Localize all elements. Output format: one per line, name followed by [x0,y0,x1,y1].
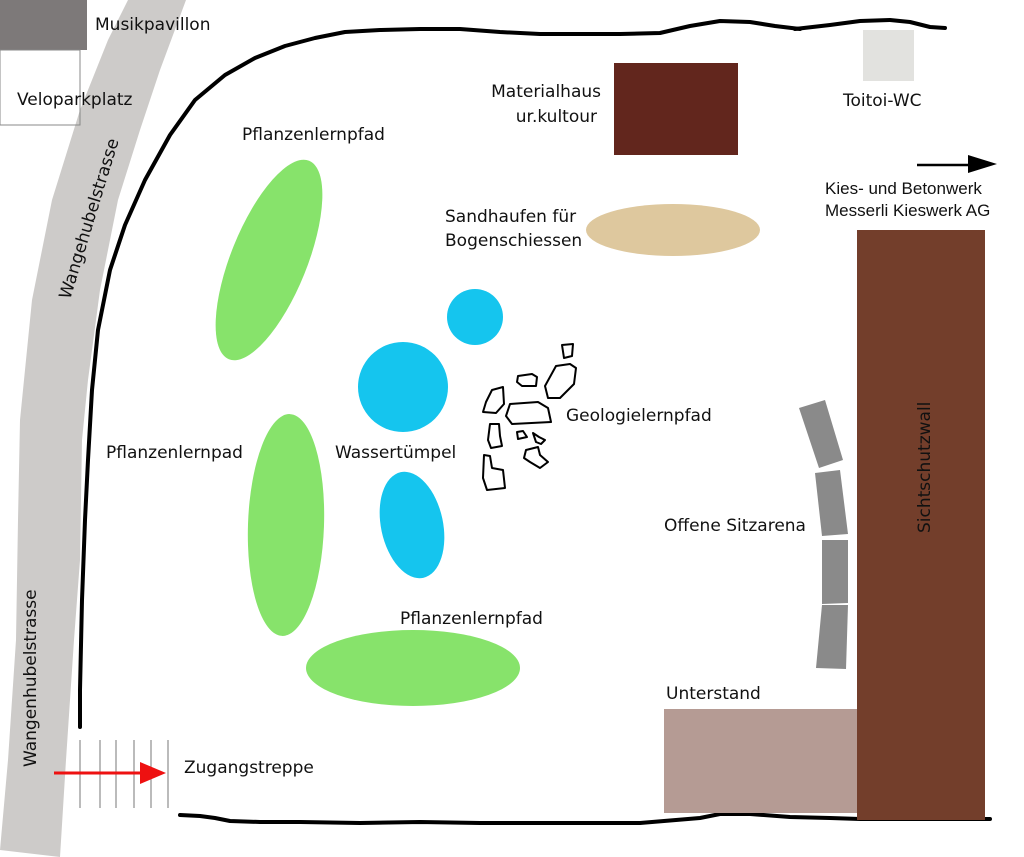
sand-label-line1: Sandhaufen für [445,207,576,227]
pflanzenlernpfad-bottom [306,630,520,706]
sand-label-line2: Bogenschiessen [445,231,582,251]
road-lower-label: Wangenhubelstrasse [21,589,41,767]
musikpavillon-building [0,0,87,50]
pflanzenlernpfad-top [215,159,323,361]
wassertuempel-large [358,342,448,432]
musikpavillon-label: Musikpavillon [95,15,210,35]
plant-bottom-label: Pflanzenlernpfad [400,609,543,629]
kieswerk-label-line1: Kies- und Betonwerk [825,179,982,198]
wall-label: Sichtschutzwall [915,402,935,533]
kieswerk-label-line2: Messerli Kieswerk AG [825,201,990,220]
plant-top-label: Pflanzenlernpfad [242,125,385,145]
veloparkplatz-label: Veloparkplatz [17,90,133,110]
site-boundary-bottom [178,812,992,825]
veloparkplatz-area [0,49,81,126]
wassertuempel-oval [379,471,445,579]
toilet-building [863,30,914,81]
materialhaus-building [614,63,738,155]
stairs-label: Zugangstreppe [184,758,314,778]
direction-arrow-icon [917,155,997,173]
sandhaufen-area [586,204,760,256]
geology-label: Geologielernpfad [566,406,712,426]
materialhaus-label-line1: Materialhaus [491,82,601,102]
road-wangenhubelstrasse [0,0,186,857]
pflanzenlernpfad-left [247,414,325,636]
site-boundary [78,19,802,729]
site-boundary-top-right [793,18,947,31]
wassertuempel-small [447,289,503,345]
unterstand-shelter [664,709,857,813]
toilet-label: Toitoi-WC [842,91,922,111]
materialhaus-label-line2: ur.kultour [516,107,597,127]
sitzarena-seating [799,400,848,669]
seating-label: Offene Sitzarena [664,516,806,536]
shelter-label: Unterstand [666,684,761,704]
access-arrow-icon [54,762,166,784]
geologielernpfad-stones [482,343,577,491]
plant-left-label: Pflanzenlernpad [106,443,243,463]
sichtschutzwall [857,230,985,820]
water-label: Wassertümpel [335,443,456,463]
